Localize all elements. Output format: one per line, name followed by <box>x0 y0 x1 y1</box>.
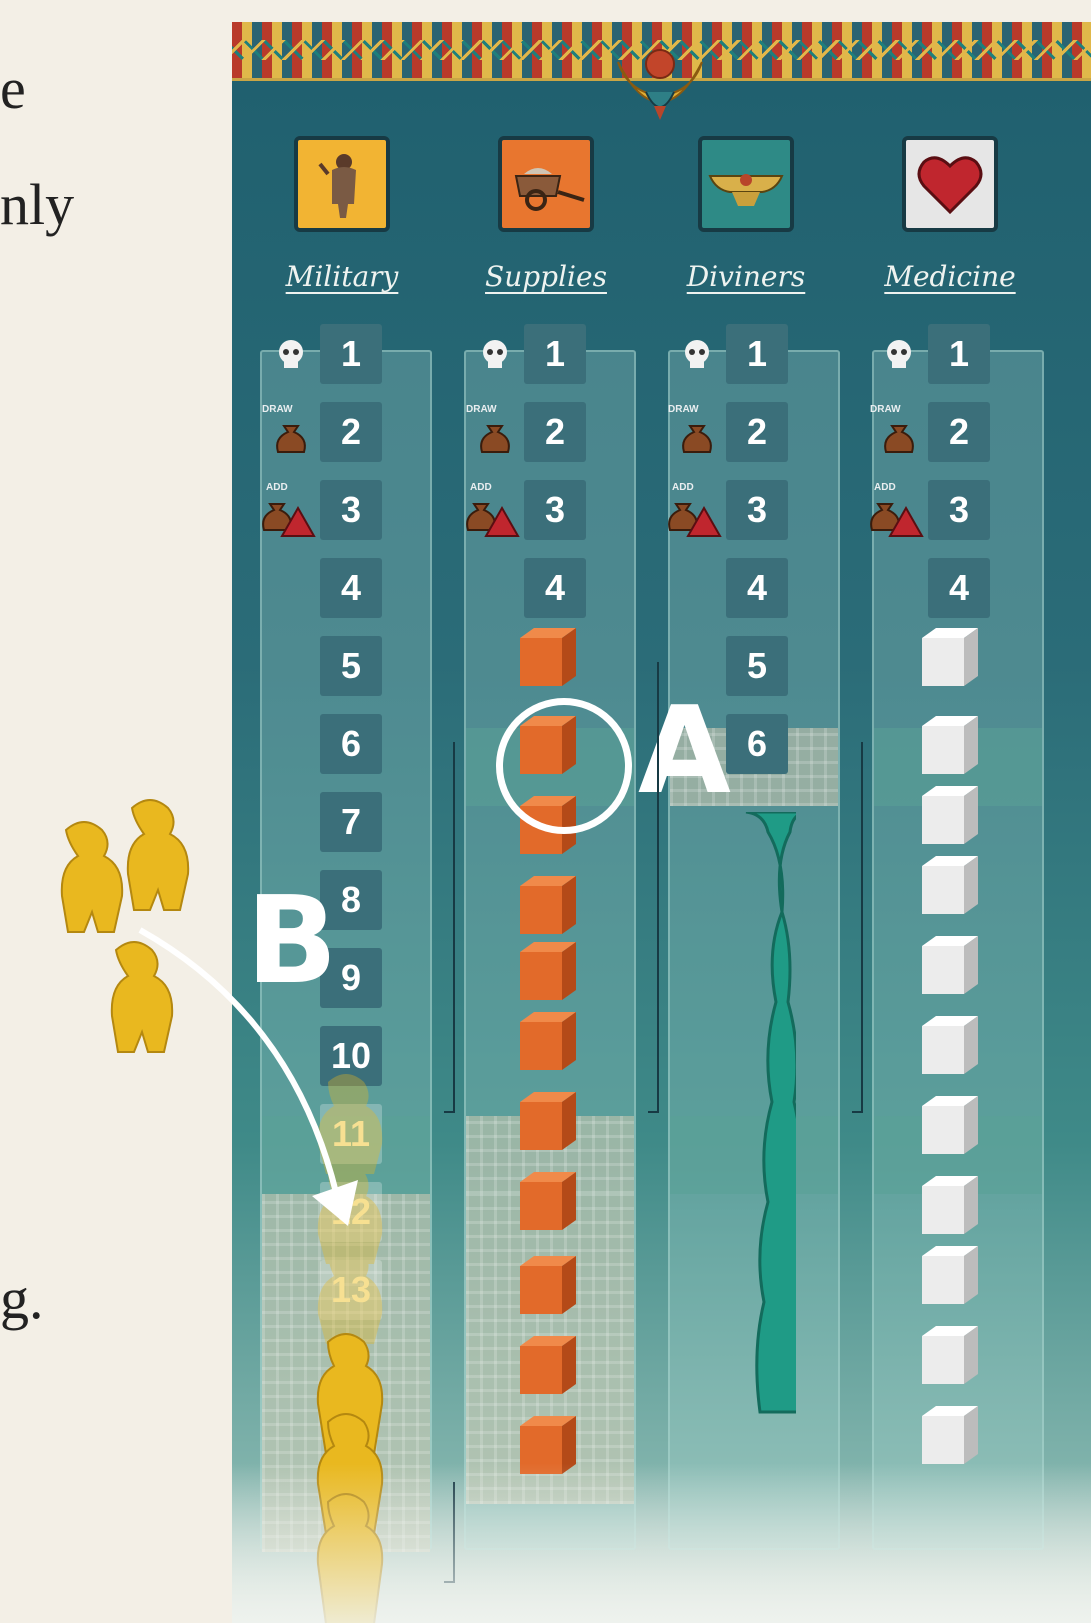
annotation-arrow-b <box>0 0 1091 1623</box>
